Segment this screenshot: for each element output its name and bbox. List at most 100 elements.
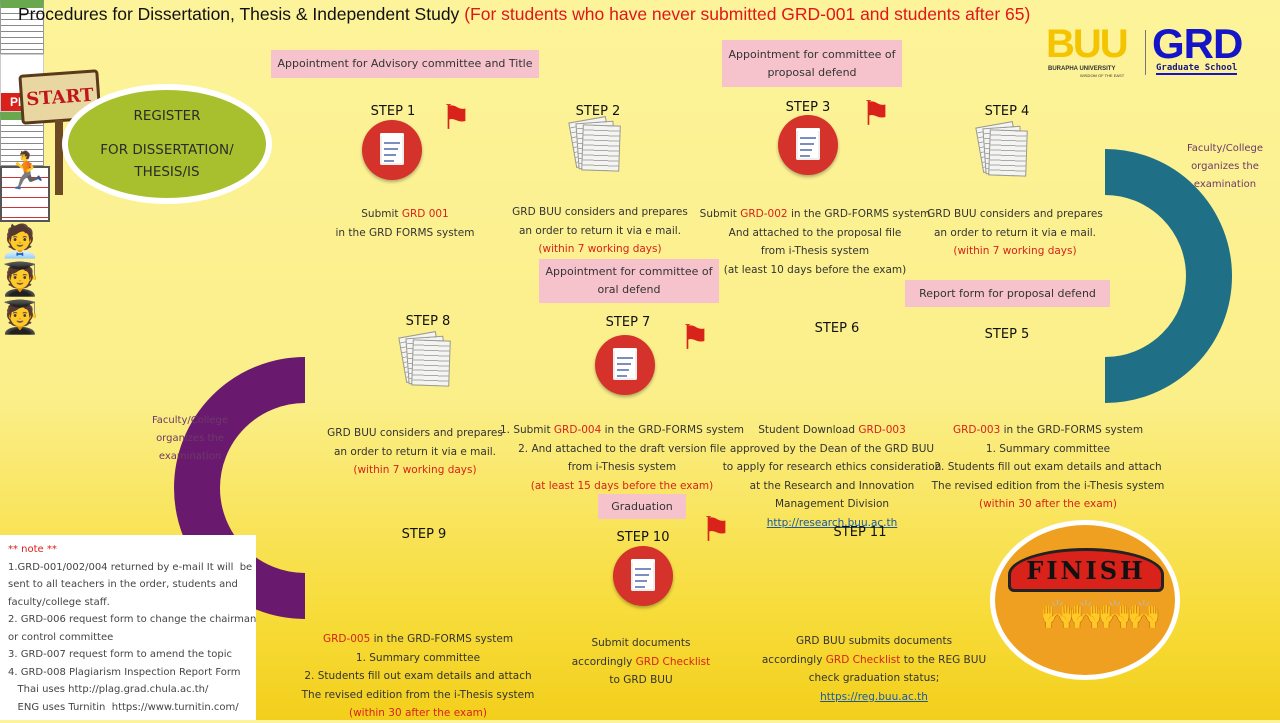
description-line: (within 7 working days) bbox=[927, 242, 1103, 261]
document-stack-icon bbox=[568, 116, 624, 172]
red-flag-icon: ⚑ bbox=[860, 94, 892, 134]
description-line: an order to return it via e mail. bbox=[927, 224, 1103, 243]
description-text: accordingly bbox=[761, 653, 826, 666]
description-text: GRD BUU submits documents bbox=[795, 635, 953, 647]
description-line: to apply for research ethics considerati… bbox=[723, 458, 942, 477]
step-6-description: Student Download GRD-003 approved by the … bbox=[723, 421, 942, 532]
description-line: approved by the Dean of the GRD BUU bbox=[723, 440, 942, 459]
red-flag-icon: ⚑ bbox=[700, 510, 732, 550]
description-line: (at least 15 days before the exam) bbox=[500, 477, 744, 496]
description-text: GRD 001 bbox=[401, 208, 449, 220]
description-line: GRD BUU submits documents bbox=[762, 632, 986, 651]
description-line: The revised edition from the i-Thesis sy… bbox=[302, 686, 535, 705]
note-panel: ** note ** 1.GRD-001/002/004 returned by… bbox=[0, 535, 256, 720]
step-6-label: STEP 6 bbox=[814, 321, 860, 336]
description-line: Submit documents bbox=[572, 634, 711, 653]
description-text: Student Download bbox=[758, 424, 859, 436]
note-item: Thai uses http://plag.grad.chula.ac.th/ bbox=[8, 684, 209, 695]
step-11-label: STEP 11 bbox=[833, 525, 887, 540]
description-line: 2. Students fill out exam details and at… bbox=[932, 458, 1165, 477]
description-text: in the GRD-FORMS system bbox=[601, 424, 745, 436]
finish-badge bbox=[990, 520, 1180, 680]
description-line: (within 7 working days) bbox=[327, 461, 503, 480]
form-pencil-icon bbox=[0, 0, 44, 54]
description-text: check graduation status; bbox=[808, 672, 940, 684]
register-line: FOR DISSERTATION/ bbox=[100, 142, 234, 158]
description-line: from i-Thesis system bbox=[700, 242, 931, 261]
form-circle-icon bbox=[613, 546, 673, 606]
description-line: 1. Summary committee bbox=[302, 649, 535, 668]
runners-icon: 🏃 bbox=[4, 151, 49, 192]
note-item: 1.GRD-001/002/004 returned by e-mail It … bbox=[8, 561, 253, 573]
note-item: ENG uses Turnitin https://www.turnitin.c… bbox=[8, 701, 239, 713]
description-line: Submit GRD-002 in the GRD-FORMS system bbox=[700, 205, 931, 224]
description-line: 1. Submit GRD-004 in the GRD-FORMS syste… bbox=[500, 421, 744, 440]
step-3-label: STEP 3 bbox=[785, 100, 831, 115]
note-heading: ** note ** bbox=[8, 544, 57, 555]
person-icon: 🧑‍🎓 bbox=[0, 298, 40, 336]
description-line: GRD-005 in the GRD-FORMS system bbox=[302, 630, 535, 649]
research-link[interactable]: http://research.buu.ac.th bbox=[766, 516, 898, 529]
description-line: GRD BUU considers and prepares bbox=[512, 203, 688, 222]
step-5-label: STEP 5 bbox=[984, 327, 1030, 342]
description-text: GRD BUU considers and prepares bbox=[327, 427, 503, 439]
pink-label-box: Appointment for committee of oral defend bbox=[539, 259, 719, 303]
description-line: (within 30 after the exam) bbox=[302, 704, 535, 723]
faculty-note-line: organizes the bbox=[156, 433, 224, 444]
description-line: 2. Students fill out exam details and at… bbox=[302, 667, 535, 686]
note-item: 3. GRD-007 request form to amend the top… bbox=[8, 649, 233, 660]
form-circle-icon bbox=[362, 120, 422, 180]
description-text: GRD-005 bbox=[322, 633, 371, 645]
step-8-label: STEP 8 bbox=[405, 314, 451, 329]
description-line: 2. And attached to the draft version fil… bbox=[500, 440, 744, 459]
step-2-label: STEP 2 bbox=[575, 104, 621, 119]
description-text: (within 7 working days) bbox=[953, 245, 1077, 257]
description-line: from i-Thesis system bbox=[500, 458, 744, 477]
note-item: 4. GRD-008 Plagiarism Inspection Report … bbox=[8, 666, 241, 678]
description-line: accordingly GRD Checklist bbox=[572, 653, 711, 672]
register-line: THESIS/IS bbox=[134, 164, 200, 180]
description-text: GRD-003 bbox=[858, 424, 906, 436]
description-text: an order to return it via e mail. bbox=[334, 445, 496, 458]
sign-post bbox=[55, 120, 63, 195]
description-text: Submit bbox=[699, 208, 741, 220]
description-line: GRD BUU considers and prepares bbox=[327, 424, 503, 443]
description-text: 2. And attached to the draft version fil… bbox=[518, 442, 726, 455]
description-text: (within 30 after the exam) bbox=[349, 707, 487, 719]
faculty-note-line: Faculty/College bbox=[151, 415, 229, 426]
step-9-description: GRD-005 in the GRD-FORMS system 1. Summar… bbox=[302, 630, 535, 723]
description-text: 1. Summary committee bbox=[985, 442, 1111, 455]
description-text: The revised edition from the i-Thesis sy… bbox=[301, 688, 535, 701]
description-text: GRD-004 bbox=[553, 424, 602, 436]
finish-banner: FINISH bbox=[1008, 548, 1164, 592]
page-title: Procedures for Dissertation, Thesis & In… bbox=[18, 4, 1031, 24]
note-item: sent to all teachers in the order, stude… bbox=[8, 579, 238, 590]
description-text: 1. Submit bbox=[499, 424, 554, 436]
pink-label-box: Graduation bbox=[598, 494, 686, 519]
description-text: 1. Summary committee bbox=[355, 651, 481, 664]
pink-label-box: Report form for proposal defend bbox=[905, 280, 1110, 307]
pink-label-box: Appointment for Advisory committee and T… bbox=[271, 50, 539, 78]
note-item: 2. GRD-006 request form to change the ch… bbox=[8, 614, 257, 625]
step-4-label: STEP 4 bbox=[984, 104, 1030, 119]
red-flag-icon: ⚑ bbox=[440, 98, 472, 138]
description-line: GRD BUU considers and prepares bbox=[927, 205, 1103, 224]
description-text: to GRD BUU bbox=[609, 674, 673, 686]
description-line: an order to return it via e mail. bbox=[512, 222, 688, 241]
description-text: in the GRD-FORMS system bbox=[370, 633, 514, 645]
research-link[interactable]: https://reg.buu.ac.th bbox=[820, 690, 928, 703]
description-text: in the GRD FORMS system bbox=[335, 226, 475, 239]
description-line: Submit GRD 001 bbox=[336, 205, 475, 224]
description-text: in the GRD-FORMS system bbox=[787, 208, 931, 220]
description-text: from i-Thesis system bbox=[760, 245, 870, 257]
description-text: The revised edition from the i-Thesis sy… bbox=[931, 479, 1165, 492]
description-line: at the Research and Innovation bbox=[723, 477, 942, 496]
red-flag-icon: ⚑ bbox=[679, 318, 711, 358]
step-1-description: Submit GRD 001 in the GRD FORMS system bbox=[336, 205, 475, 242]
form-circle-icon bbox=[778, 115, 838, 175]
step-1-label: STEP 1 bbox=[370, 104, 416, 119]
form-circle-icon bbox=[595, 335, 655, 395]
